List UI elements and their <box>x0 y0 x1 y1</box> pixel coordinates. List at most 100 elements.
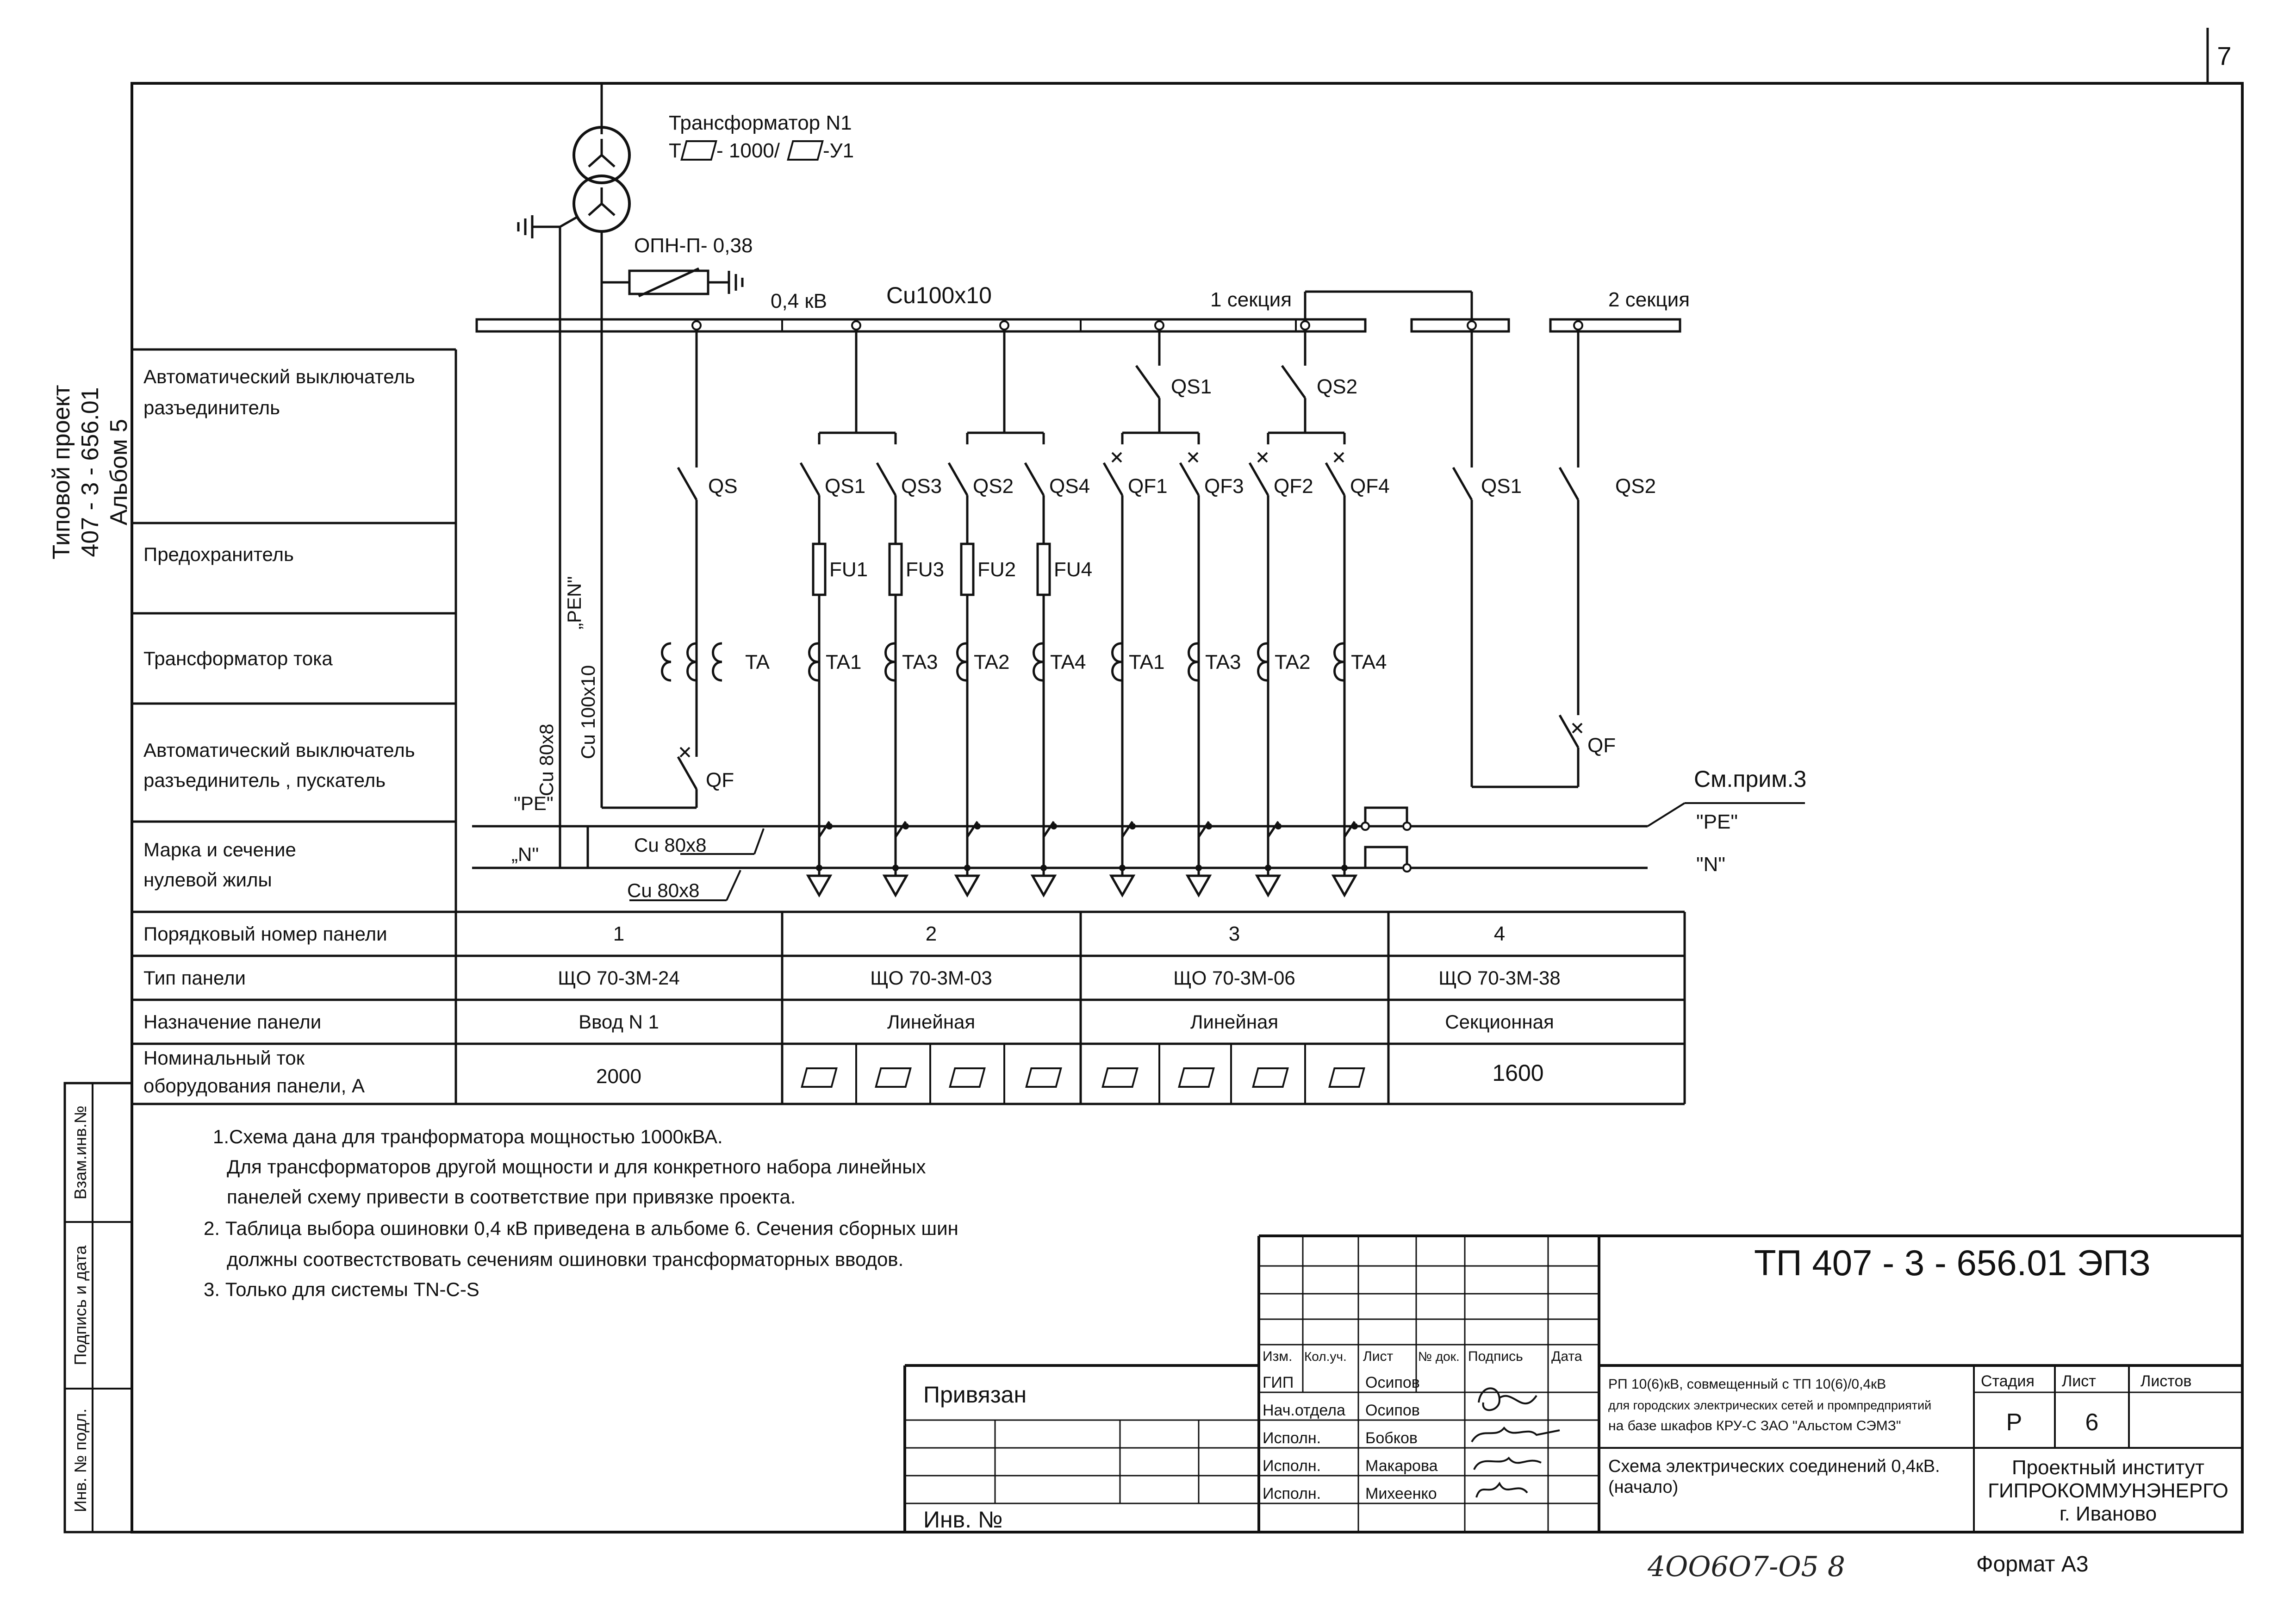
ct-label: TA2 <box>1275 651 1310 673</box>
name-3: Бобков <box>1365 1429 1418 1447</box>
role-5: Исполн. <box>1263 1485 1321 1502</box>
fuse-label: FU4 <box>1054 558 1092 581</box>
drawing-title-2: (начало) <box>1608 1477 1678 1497</box>
panel-1-feeder <box>602 320 722 809</box>
label-breaker-top-1: Автоматический выключатель <box>143 366 415 387</box>
switch-label: QS3 <box>901 475 942 498</box>
fuse-label: FU1 <box>829 558 868 581</box>
section-2-label: 2 секция <box>1608 288 1690 311</box>
side-stamp: Типовой проект 407 - 3 - 656.01 Альбом 5 <box>48 385 132 559</box>
panel-type-1: ЩО 70-3М-24 <box>558 967 679 989</box>
sheet-format: Формат А3 <box>1976 1552 2089 1577</box>
p3-top-label-2: QS2 <box>1317 375 1357 398</box>
role-1: ГИП <box>1263 1374 1294 1391</box>
pe-n-lines <box>472 802 1805 901</box>
note-1b: Для трансформаторов другой мощности и дл… <box>227 1156 926 1178</box>
desc-line-2: для городских электрических сетей и пром… <box>1608 1398 1931 1412</box>
label-ct: Трансформатор тока <box>143 648 333 669</box>
p4-qs1-label: QS1 <box>1481 475 1522 498</box>
document-code: ТП 407 - 3 - 656.01 ЭПЗ <box>1754 1242 2151 1283</box>
label-breaker-top-2: разъединитель <box>143 397 280 418</box>
model-suffix: -У1 <box>823 139 854 162</box>
row-label-current-2: оборудования панели, А <box>143 1075 365 1097</box>
hdr-izm: Изм. <box>1263 1349 1292 1364</box>
name-4: Макарова <box>1365 1457 1438 1475</box>
note-ref-label: См.прим.3 <box>1694 766 1806 792</box>
hdr-koluch: Кол.уч. <box>1304 1349 1347 1364</box>
transformer-model: Т - 1000/ -У1 <box>669 139 854 162</box>
panel-purpose-4: Секционная <box>1445 1011 1554 1033</box>
switch-label: QS1 <box>825 475 865 498</box>
label-neutral-1: Марка и сечение <box>143 839 296 860</box>
p4-qf-label: QF <box>1587 734 1616 757</box>
row-label-number: Порядковый номер панели <box>143 923 387 945</box>
switch-label: QS4 <box>1049 475 1090 498</box>
role-3: Исполн. <box>1263 1429 1321 1447</box>
org-line-1: Проектный институт <box>2012 1456 2204 1479</box>
hdr-podpis: Подпись <box>1468 1349 1523 1364</box>
stage-value: Р <box>2006 1409 2022 1436</box>
n-label: „N" <box>511 843 539 865</box>
name-5: Михеенко <box>1365 1485 1437 1502</box>
desc-line-1: РП 10(6)кВ, совмещенный с ТП 10(6)/0,4кВ <box>1608 1377 1886 1392</box>
strip-vzam: Взам.инв.№ <box>71 1105 90 1199</box>
panel-table-grid <box>132 912 1686 1105</box>
panel-current-1: 2000 <box>596 1065 641 1088</box>
breaker-label: QF3 <box>1204 475 1244 498</box>
model-prefix: Т <box>669 139 681 162</box>
note-2b: должны соотвестствовать сечениям ошиновк… <box>227 1248 903 1270</box>
hdr-data: Дата <box>1551 1349 1582 1364</box>
sheets-header: Листов <box>2140 1372 2191 1390</box>
transformer-title: Трансформатор N1 <box>669 112 852 134</box>
cu80-a-label: Cu 80x8 <box>634 834 706 856</box>
sheet-value: 6 <box>2085 1409 2099 1436</box>
pen-label: „PEN" <box>563 576 585 630</box>
panel-type-2: ЩО 70-3М-03 <box>870 967 992 989</box>
org-line-3: г. Иваново <box>2060 1502 2157 1525</box>
transformer-symbol <box>517 83 744 868</box>
drawing-title-1: Схема электрических соединений 0,4кВ. <box>1608 1457 1940 1476</box>
busbar-label: Cu100x10 <box>886 282 992 308</box>
panel-number-3: 3 <box>1229 923 1240 945</box>
hdr-list: Лист <box>1363 1349 1393 1364</box>
signatures <box>1471 1387 1560 1498</box>
row-label-type: Тип панели <box>143 967 246 989</box>
breaker-label: QF1 <box>1128 475 1168 498</box>
panel-4-sectional <box>1452 320 1583 788</box>
hdr-ndoc: № док. <box>1418 1349 1460 1364</box>
title-block-grid <box>903 1234 2242 1532</box>
label-breaker-bottom-1: Автоматический выключатель <box>143 739 415 761</box>
arrester-label: ОПН-П- 0,38 <box>634 234 753 257</box>
panel-purpose-3: Линейная <box>1190 1011 1278 1033</box>
panel-type-4: ЩО 70-3М-38 <box>1438 967 1560 989</box>
panel-purpose-1: Ввод N 1 <box>579 1011 659 1033</box>
note-1c: панелей схему привести в соответствие пр… <box>227 1186 796 1208</box>
note-2a: 2. Таблица выбора ошиновки 0,4 кВ привед… <box>204 1217 958 1239</box>
label-fuse: Предохранитель <box>143 543 294 565</box>
qf-label: QF <box>706 769 734 792</box>
breaker-label: QF4 <box>1350 475 1390 498</box>
switch-label: QS2 <box>973 475 1014 498</box>
panel-purpose-2: Линейная <box>887 1011 975 1033</box>
voltage-label: 0,4 кВ <box>771 290 827 312</box>
role-4: Исполн. <box>1263 1457 1321 1475</box>
sheet-frame: 7 <box>131 28 2244 1533</box>
fuse-label: FU2 <box>977 558 1016 581</box>
p3-top-label-1: QS1 <box>1171 375 1212 398</box>
row-label-grid <box>132 348 1685 913</box>
strip-podpis: Подпись и дата <box>71 1245 90 1365</box>
name-1: Осипов <box>1365 1374 1420 1391</box>
strip-inv: Инв. № подл. <box>71 1409 90 1512</box>
breaker-label: QF2 <box>1274 475 1313 498</box>
panel-current-4: 1600 <box>1492 1060 1543 1086</box>
sheet-header: Лист <box>2062 1372 2096 1390</box>
panel-3-feeders <box>1121 320 1346 444</box>
